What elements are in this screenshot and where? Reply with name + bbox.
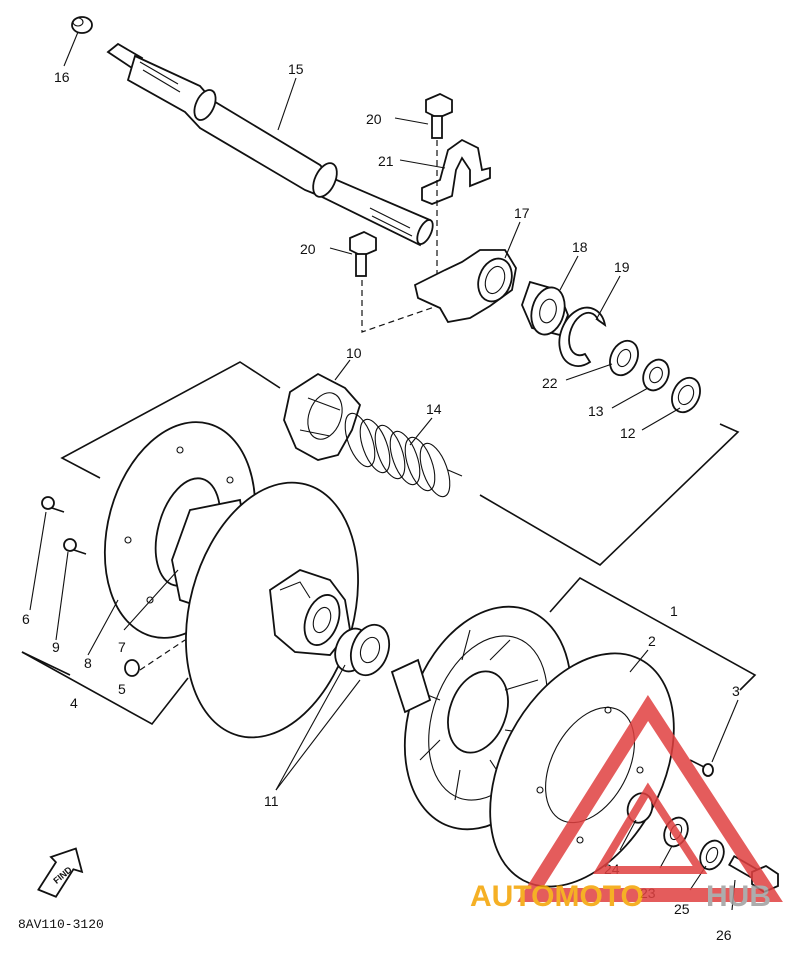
label-17: 17 — [514, 205, 530, 221]
part-14-spring — [344, 412, 463, 498]
label-14: 14 — [426, 401, 442, 417]
part-9-screw — [63, 538, 87, 555]
part-25-washer — [699, 839, 725, 871]
part-12-washer — [671, 376, 701, 414]
part-11-slider — [334, 623, 391, 677]
label-26: 26 — [716, 927, 732, 943]
label-20-lower: 20 — [300, 241, 316, 257]
label-19: 19 — [614, 259, 630, 275]
label-6: 6 — [22, 611, 30, 627]
watermark-text-secondary: HUB — [706, 880, 771, 913]
label-20-upper: 20 — [366, 111, 382, 127]
part-number-labels: 16 15 20 21 20 17 18 19 10 14 22 13 12 6… — [22, 61, 740, 943]
part-17-bearing-housing — [413, 249, 517, 323]
bracket-group-upper — [60, 361, 740, 566]
part-20-bolt-lower — [349, 231, 377, 277]
part-19-circlip — [558, 306, 607, 367]
part-5-plug — [124, 639, 186, 677]
label-12: 12 — [620, 425, 636, 441]
label-11: 11 — [264, 793, 279, 809]
label-13: 13 — [588, 403, 604, 419]
find-arrow: FIND — [37, 847, 84, 898]
part-21-bracket — [421, 138, 491, 205]
leader-lines — [29, 31, 739, 911]
label-18: 18 — [572, 239, 588, 255]
part-6-screw — [41, 496, 65, 513]
watermark: AUTOMOTO HUB — [470, 695, 783, 913]
part-4-sheave — [185, 481, 359, 739]
part-22-washer — [609, 339, 639, 377]
part-20-bolt-upper — [425, 93, 453, 139]
label-3: 3 — [732, 683, 740, 699]
label-15: 15 — [288, 61, 304, 77]
label-22: 22 — [542, 375, 558, 391]
label-25: 25 — [674, 901, 690, 917]
label-2: 2 — [648, 633, 656, 649]
bracket-group-4 — [21, 651, 189, 726]
watermark-triangle-logo — [517, 695, 783, 902]
label-16: 16 — [54, 69, 70, 85]
label-9: 9 — [52, 639, 60, 655]
label-10: 10 — [346, 345, 362, 361]
label-8: 8 — [84, 655, 92, 671]
label-7: 7 — [118, 639, 126, 655]
part-13-washer — [642, 358, 670, 392]
label-5: 5 — [118, 681, 126, 697]
label-1: 1 — [670, 603, 678, 619]
part-3-screw — [689, 759, 714, 777]
part-10-cam — [283, 372, 362, 461]
part-16-cap — [71, 16, 93, 34]
label-4: 4 — [70, 695, 78, 711]
part-15-shaft — [106, 42, 434, 247]
diagram-code: 8AV110-3120 — [18, 917, 104, 932]
watermark-text-primary: AUTOMOTO — [470, 880, 644, 913]
bracket-group-1 — [549, 576, 757, 691]
label-21: 21 — [378, 153, 394, 169]
